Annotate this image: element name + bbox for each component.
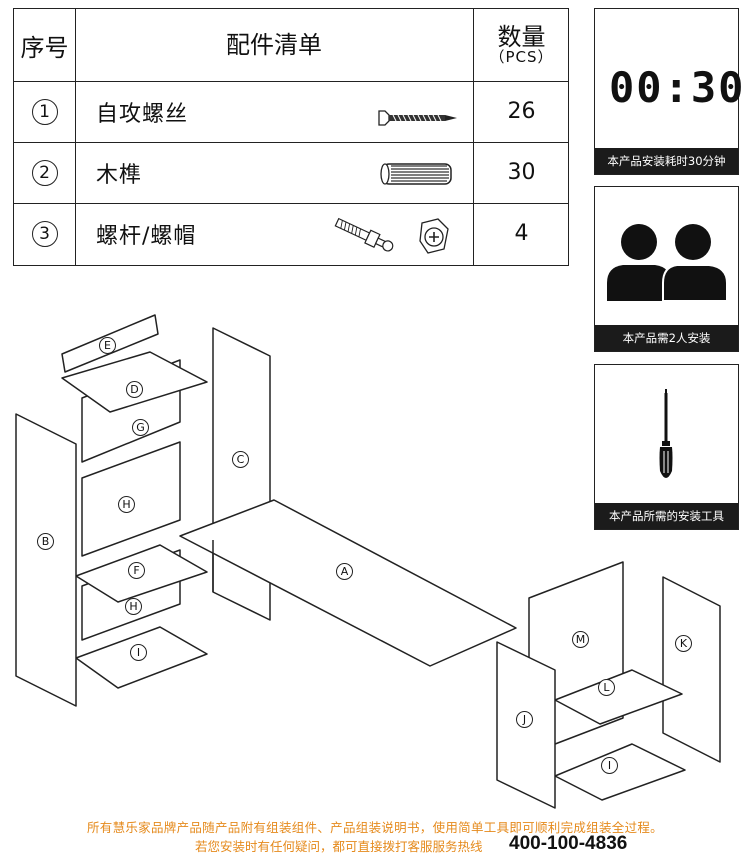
- label-k: K: [675, 635, 692, 652]
- panel-i-right: [554, 743, 686, 801]
- row-index-badge: 1: [31, 98, 58, 125]
- parts-table: 序号 配件清单 数量 （PCS） 1 自攻螺丝 26 2 木榫 30 3: [13, 8, 569, 266]
- label-h: H: [125, 598, 142, 615]
- table-divider: [75, 9, 76, 265]
- row-qty: 4: [514, 221, 529, 246]
- screw-icon: [378, 110, 457, 126]
- install-time-card: 00:30 本产品安装耗时30分钟: [594, 8, 743, 175]
- table-divider: [14, 203, 568, 204]
- screwdriver-icon: [659, 389, 673, 478]
- table-divider: [14, 81, 568, 82]
- two-people-icon: [607, 224, 728, 301]
- install-people-card: 本产品需2人安装: [594, 186, 739, 352]
- label-m: M: [572, 631, 589, 648]
- install-time-caption: 本产品安装耗时30分钟: [595, 148, 738, 174]
- table-row-index: 2: [14, 142, 75, 203]
- label-a: A: [336, 563, 353, 580]
- header-index: 序号: [20, 33, 69, 62]
- row-qty: 30: [507, 160, 536, 185]
- install-people-caption: 本产品需2人安装: [595, 325, 738, 351]
- footer-note: 所有慧乐家品牌产品随产品附有组装组件、产品组装说明书，使用简单工具即可顺利完成组…: [86, 820, 663, 835]
- cam-bolt-icon: [334, 217, 449, 254]
- label-j: J: [516, 711, 533, 728]
- panel-b: [15, 413, 77, 707]
- label-d: D: [126, 381, 143, 398]
- label-b: B: [37, 533, 54, 550]
- install-tool-card: 本产品所需的安装工具: [594, 364, 739, 530]
- footer-hotline-note: 若您安装时有任何疑问，都可直接拨打客服服务热线: [195, 839, 483, 854]
- table-row-index: 1: [14, 81, 75, 142]
- row-part-name: 自攻螺丝: [96, 101, 189, 127]
- row-index-badge: 2: [31, 159, 58, 186]
- row-index-badge: 3: [31, 220, 58, 247]
- assembly-diagram: [15, 314, 721, 809]
- row-part-name: 木榫: [96, 162, 143, 188]
- label-l: L: [598, 679, 615, 696]
- hotline-number: 400-100-4836: [509, 833, 628, 854]
- header-qty-label: 数量: [497, 22, 546, 51]
- label-e: E: [99, 337, 116, 354]
- panel-k: [662, 576, 721, 763]
- label-i: I: [130, 644, 147, 661]
- label-g: G: [132, 419, 149, 436]
- timer-display-icon: 00:30: [609, 63, 746, 112]
- header-qty-unit: （PCS）: [489, 47, 554, 66]
- dowel-icon: [380, 163, 452, 185]
- label-c: C: [232, 451, 249, 468]
- label-f: F: [128, 562, 145, 579]
- table-divider: [473, 9, 474, 265]
- table-row-index: 3: [14, 203, 75, 264]
- header-qty: 数量 （PCS）: [473, 9, 570, 81]
- label-h: H: [118, 496, 135, 513]
- row-qty: 26: [507, 99, 536, 124]
- panel-a: [179, 499, 517, 667]
- install-tool-caption: 本产品所需的安装工具: [595, 503, 738, 529]
- row-part-name: 螺杆/螺帽: [96, 223, 197, 249]
- header-name: 配件清单: [226, 30, 322, 59]
- label-i: I: [601, 757, 618, 774]
- table-divider: [14, 142, 568, 143]
